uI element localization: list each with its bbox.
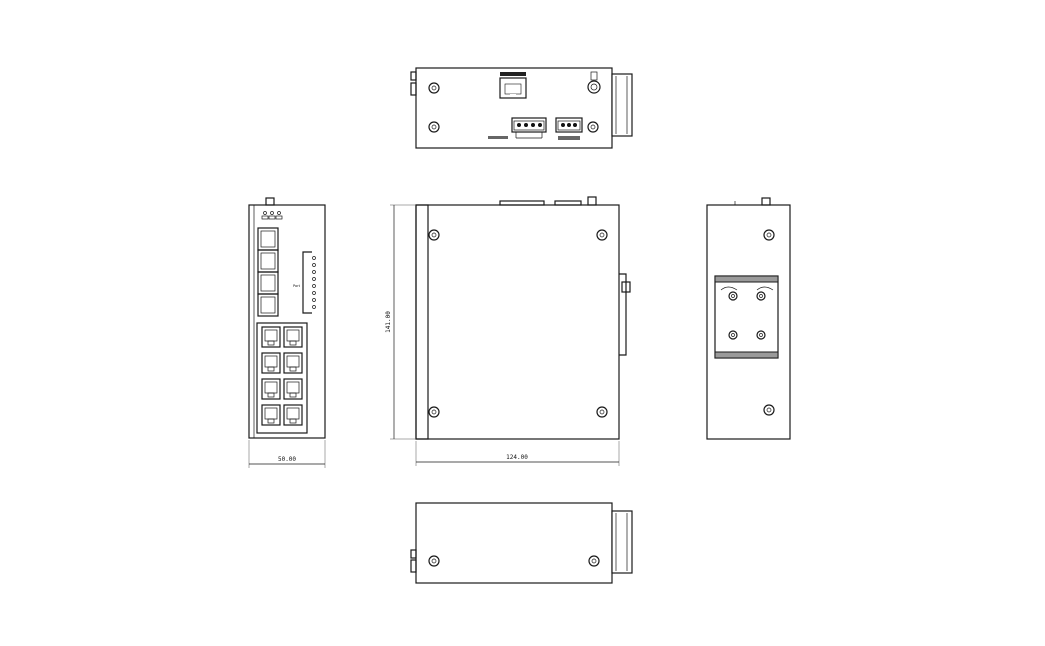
screw-icon [596,406,608,418]
depth-dimension-label: 124.00 [506,454,528,461]
ports-label: Port [293,284,301,288]
ground-screw-icon [587,71,601,94]
screw-icon [428,121,440,133]
screw-icon [763,229,775,241]
power-terminal-icon [488,117,547,139]
screw-icon [428,555,440,567]
side-view: 141.00 124.00 [385,196,631,466]
front-view: Port 50.00 [248,197,326,468]
width-dimension-label: 50.00 [278,456,296,463]
screw-icon [763,404,775,416]
rj45-port-grid [261,326,303,426]
sfp-port-icon [257,293,279,317]
rear-view [706,197,791,440]
screw-icon [428,406,440,418]
screw-icon [587,121,599,133]
screw-icon [588,555,600,567]
rj45-port-icon [283,378,303,400]
depth-dimension: 124.00 [415,441,620,466]
width-dimension: 50.00 [248,440,326,468]
rj45-port-icon [261,378,281,400]
rj45-port-icon [261,326,281,348]
din-rail-mount-icon [714,275,779,359]
top-view [410,67,633,149]
bottom-view [410,502,633,584]
rj45-port-icon [261,404,281,426]
console-port-icon [499,72,527,99]
rj45-port-icon [283,326,303,348]
screw-icon [596,229,608,241]
screw-icon [428,229,440,241]
rj45-port-icon [283,352,303,374]
height-dimension-label: 141.00 [385,311,392,333]
alarm-terminal-icon [555,117,583,140]
screw-icon [428,82,440,94]
rj45-port-icon [261,352,281,374]
rj45-port-icon [283,404,303,426]
port-led-column [312,256,316,309]
height-dimension: 141.00 [385,204,416,440]
